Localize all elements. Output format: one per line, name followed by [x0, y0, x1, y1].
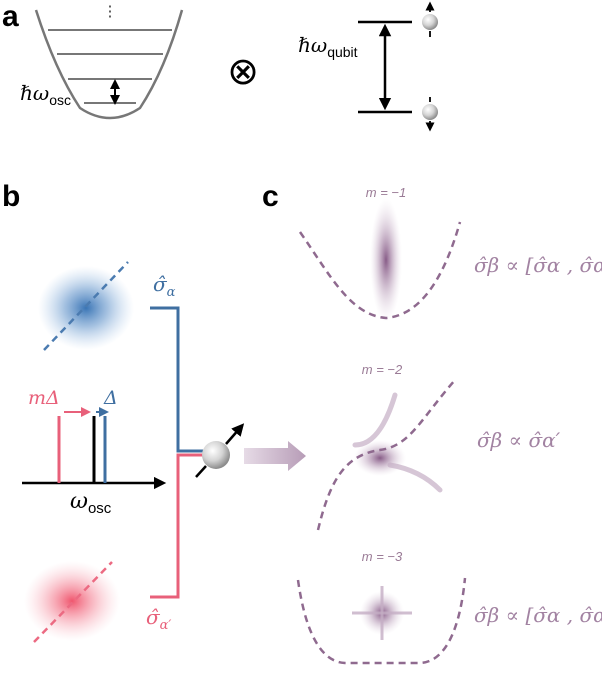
potential-curve-row-2 — [316, 379, 456, 531]
omega-osc-label: ωosc — [70, 489, 112, 517]
row-m-1: m = −1 σ̂β ∝ [σ̂α , σ̂α′] — [298, 185, 602, 322]
blue-wigner-blob — [38, 266, 134, 350]
qubit-frequency-label: ℏωqubit — [298, 33, 358, 60]
relation-row-3: σ̂β ∝ [σ̂α , σ̂α′] — [474, 603, 602, 627]
qubit-diagram — [358, 1, 438, 132]
wigner-blob-row-1 — [370, 198, 402, 322]
drive-spectrum — [22, 407, 167, 490]
qubit-sphere — [202, 441, 230, 469]
potential-curve-row-3 — [296, 577, 467, 665]
red-squeeze-axis — [33, 561, 113, 643]
row-m-2: m = −2 σ̂β ∝ σ̂α′ — [316, 362, 561, 531]
sigma-alpha-label: σ̂α — [153, 272, 176, 300]
row-m-3: m = −3 σ̂β ∝ [σ̂α , σ̂α′] — [296, 549, 602, 665]
mapping-arrow — [244, 441, 306, 471]
drive-connectors — [150, 306, 205, 599]
wigner-arm-right — [387, 462, 443, 493]
ellipsis-dots: ⋮ — [103, 3, 118, 20]
red-wigner-blob — [24, 561, 120, 641]
osc-frequency-label: ℏωosc — [20, 81, 71, 108]
spin-down-sphere — [422, 104, 438, 120]
panel-label-b: b — [2, 180, 20, 213]
m-label-row-3: m = −3 — [362, 549, 403, 564]
m-delta-label: mΔ — [28, 387, 60, 409]
panel-label-a: a — [2, 0, 19, 33]
wigner-arm-upper — [352, 392, 398, 448]
blue-gaussian-state — [38, 261, 134, 351]
m-label-row-1: m = −1 — [366, 185, 406, 200]
relation-row-1: σ̂β ∝ [σ̂α , σ̂α′] — [474, 253, 602, 277]
relation-row-2: σ̂β ∝ σ̂α′ — [477, 428, 561, 452]
red-gaussian-state — [24, 561, 120, 643]
delta-label: Δ — [103, 387, 118, 409]
tensor-product-symbol: ⊗ — [227, 51, 259, 93]
qubit-spin-tail — [195, 465, 207, 478]
m-label-row-2: m = −2 — [362, 362, 403, 377]
blue-connector — [150, 306, 205, 453]
blue-squeeze-axis — [43, 261, 129, 351]
central-qubit — [195, 423, 245, 478]
qubit-spin-arrow — [225, 423, 245, 445]
panel-label-c: c — [262, 180, 279, 213]
red-connector — [150, 453, 205, 599]
spin-up-sphere — [422, 14, 438, 30]
oscillator-diagram: ⋮ — [34, 3, 184, 120]
harmonic-potential — [34, 9, 184, 120]
sigma-alpha-prime-label: σ̂α′ — [146, 605, 171, 633]
potential-curve-row-1 — [298, 221, 462, 320]
